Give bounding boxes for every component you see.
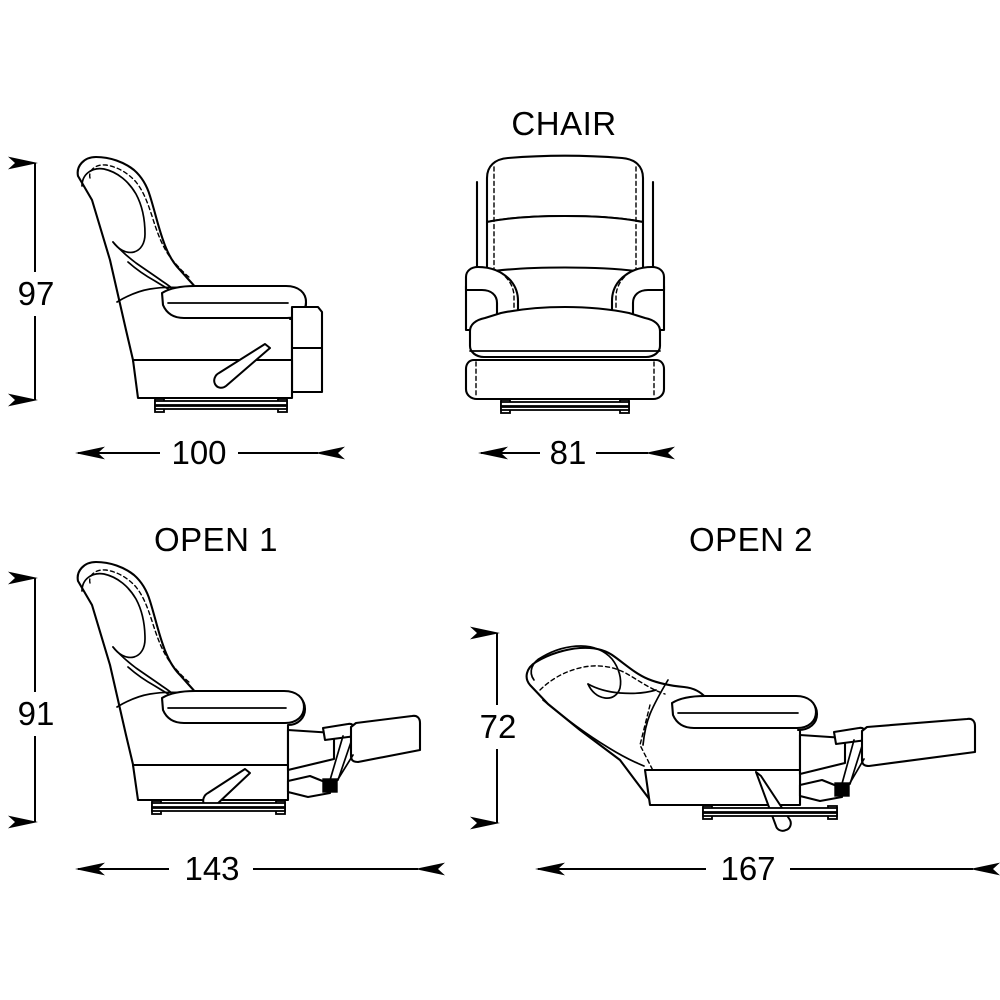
open2-hinge-pin bbox=[834, 782, 850, 797]
open2-pivot-curve bbox=[642, 679, 669, 746]
chair-side-floor-rail bbox=[154, 398, 288, 413]
chair-front-base bbox=[464, 358, 666, 401]
chair-side-headrest bbox=[81, 167, 146, 254]
open1-footrest-inner bbox=[286, 728, 336, 772]
open2-back-seam bbox=[539, 665, 666, 695]
dimension-open2-height: 72 bbox=[470, 626, 523, 830]
open2-back-lower-edge bbox=[542, 699, 645, 767]
open2-body bbox=[525, 646, 819, 802]
open1-floor-rail bbox=[151, 800, 286, 815]
dimension-value-100: 100 bbox=[171, 434, 226, 471]
chair-side-body bbox=[76, 155, 308, 392]
chair-front-shell-left bbox=[464, 180, 479, 332]
dimension-open1-width: 143 bbox=[75, 847, 445, 891]
chair-front-armrest-left-seam bbox=[499, 271, 515, 324]
open1-armrest bbox=[160, 689, 306, 725]
dimension-front-width: 81 bbox=[478, 431, 675, 475]
chair-side-lumbar bbox=[112, 241, 175, 291]
chair-side-base bbox=[131, 358, 294, 400]
chair-front-seat-cushion bbox=[468, 305, 662, 359]
chair-side-rear-panel-lower bbox=[290, 346, 324, 394]
open2-linkage-arm-2 bbox=[849, 745, 863, 785]
chair-front-backrest-top bbox=[485, 154, 645, 224]
dimension-value-81: 81 bbox=[550, 434, 587, 471]
chair-front-floor-rail bbox=[500, 399, 630, 414]
chair-side-rear-panel bbox=[290, 305, 324, 350]
view-title-open2: OPEN 2 bbox=[689, 521, 813, 558]
recliner-handle-icon bbox=[213, 343, 271, 389]
open1-linkage-arm-2 bbox=[337, 741, 352, 781]
open1-body bbox=[76, 560, 307, 796]
chair-front-armrest-left bbox=[464, 265, 520, 327]
view-chair-front bbox=[464, 154, 666, 414]
open1-lumbar bbox=[112, 646, 175, 696]
dimension-value-91: 91 bbox=[18, 695, 55, 732]
open2-armrest bbox=[670, 694, 818, 730]
dimension-side-height: 97 bbox=[8, 156, 60, 407]
open2-floor-rail bbox=[702, 805, 838, 820]
open1-headrest bbox=[81, 572, 146, 659]
chair-side-armrest bbox=[160, 284, 308, 320]
open2-footrest-outer bbox=[860, 717, 977, 768]
view-title-chair: CHAIR bbox=[511, 105, 616, 142]
view-title-open1: OPEN 1 bbox=[154, 521, 278, 558]
open1-footrest-outer bbox=[349, 714, 422, 764]
open1-linkage-arm-3 bbox=[334, 754, 354, 785]
dimension-open1-height: 91 bbox=[8, 571, 60, 829]
open1-footrest-bracket bbox=[286, 774, 332, 799]
view-open-2 bbox=[525, 645, 977, 832]
chair-side-back-seam bbox=[89, 164, 191, 279]
open2-linkage-arm-3 bbox=[846, 758, 865, 789]
dimension-side-width: 100 bbox=[75, 431, 345, 475]
dimension-value-143: 143 bbox=[184, 850, 239, 887]
view-open-1 bbox=[76, 560, 422, 815]
dimension-value-97: 97 bbox=[18, 275, 55, 312]
chair-front-armrest-right-seam bbox=[615, 271, 631, 324]
open2-cushion-roll bbox=[587, 683, 657, 695]
chair-front-shell-right bbox=[651, 180, 666, 332]
open1-hinge-pin bbox=[322, 778, 338, 793]
chair-front-backrest-bottom bbox=[485, 214, 645, 274]
dimension-open2-width: 167 bbox=[535, 847, 1000, 891]
open2-footrest-inner bbox=[798, 733, 847, 776]
dimension-value-167: 167 bbox=[720, 850, 775, 887]
view-chair-side bbox=[76, 155, 324, 413]
open2-headrest bbox=[530, 645, 622, 699]
chair-front-armrest-right bbox=[610, 265, 666, 327]
open1-back-seam bbox=[89, 569, 191, 684]
open2-footrest-bracket bbox=[798, 778, 844, 803]
dimension-value-72: 72 bbox=[480, 708, 517, 745]
